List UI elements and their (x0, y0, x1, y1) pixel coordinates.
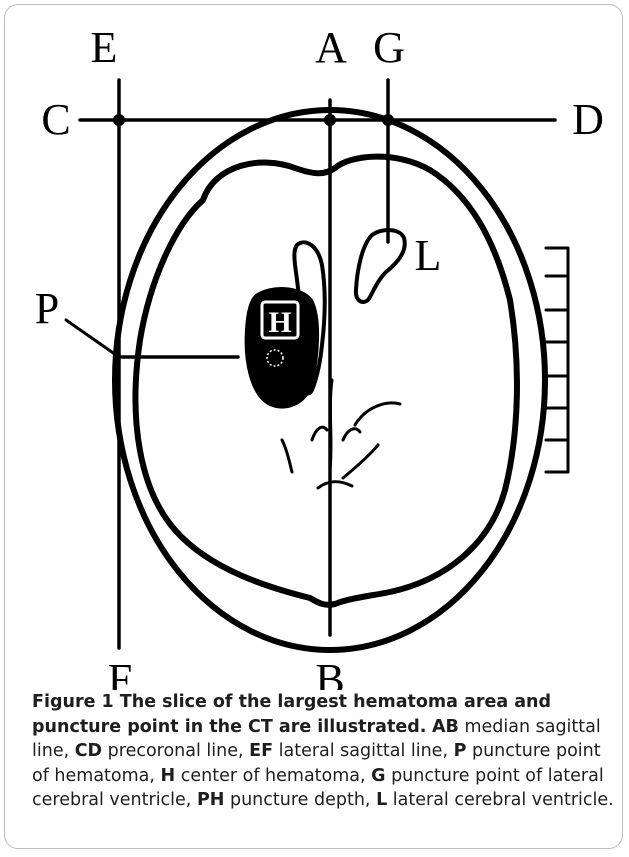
caption-desc: lateral cerebral ventricle. (387, 790, 613, 810)
caption-key: G (371, 766, 385, 786)
label-F: F (108, 655, 132, 690)
label-P: P (35, 284, 59, 333)
caption-key: CD (75, 741, 102, 761)
caption-key: H (161, 766, 176, 786)
label-C: C (41, 95, 70, 144)
label-L: L (415, 231, 442, 280)
basal-curve-lower (343, 445, 378, 478)
caption-desc: lateral sagittal line, (273, 741, 454, 761)
point-EC-intersection (113, 114, 125, 126)
line-P-leader (66, 320, 119, 357)
caption-key: AB (432, 717, 459, 737)
basal-curve-mid-1 (312, 427, 327, 440)
label-A: A (315, 23, 347, 72)
label-G: G (373, 23, 405, 72)
point-G-intersection (382, 114, 394, 126)
basal-curve-right (355, 403, 400, 425)
caption-key: L (376, 790, 387, 810)
scale-bar (546, 248, 568, 472)
caption-desc: center of hematoma, (175, 766, 371, 786)
caption-key: P (454, 741, 467, 761)
figure-caption: Figure 1 The slice of the largest hemato… (32, 690, 616, 813)
label-D: D (572, 95, 604, 144)
basal-curve-bottom (318, 482, 352, 488)
brain-outline (135, 157, 516, 605)
basal-curve-mid-2 (343, 429, 360, 440)
label-E: E (91, 23, 118, 72)
label-B: B (315, 655, 344, 690)
lateral-ventricle-L-shape (356, 230, 405, 302)
caption-desc: puncture depth, (224, 790, 376, 810)
basal-curve-left (282, 440, 292, 472)
point-A-intersection (324, 114, 336, 126)
caption-key: PH (197, 790, 224, 810)
caption-desc: precoronal line, (102, 741, 249, 761)
caption-key: EF (249, 741, 273, 761)
label-H: H (268, 306, 291, 339)
ct-slice-diagram: E A G C D P H L F B (0, 0, 629, 690)
